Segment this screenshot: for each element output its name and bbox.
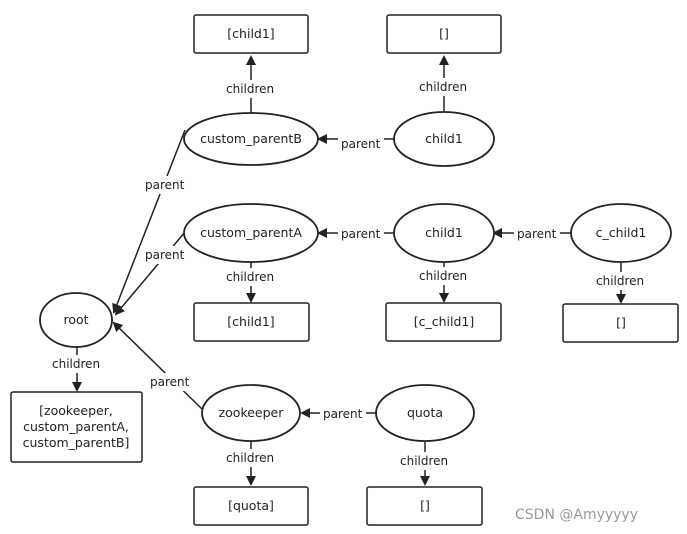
label-children-custom_parentA: children <box>226 270 274 284</box>
label-children-c_child1: children <box>596 274 644 288</box>
node-custom_parentB: custom_parentB <box>183 112 319 166</box>
node-root: root <box>39 292 113 348</box>
node-zookeeper: zookeeper <box>201 384 301 442</box>
node-child1-B: child1 <box>393 111 495 167</box>
node-child1-B-label: child1 <box>425 131 463 146</box>
node-c_child1-label: c_child1 <box>596 225 647 240</box>
node-child1-A: child1 <box>393 203 495 263</box>
label-parent-A-root: parent <box>145 248 185 262</box>
box-root-children: [zookeeper, custom_parentA, custom_paren… <box>10 391 143 463</box>
node-quota: quota <box>375 384 475 442</box>
label-parent-quota: parent <box>323 407 363 421</box>
label-parent-c_child1: parent <box>517 227 557 241</box>
box-c_child1-children: [] <box>562 303 679 343</box>
box-custom_parentA-children-label: [child1] <box>227 314 274 329</box>
node-zookeeper-label: zookeeper <box>219 405 285 420</box>
watermark: CSDN @Amyyyyy <box>515 507 638 523</box>
ellipse-nodes: custom_parentB child1 custom_parentA chi… <box>39 111 672 442</box>
node-custom_parentA-label: custom_parentA <box>200 225 302 240</box>
box-c_child1-children-label: [] <box>616 315 626 330</box>
parent-edges <box>112 129 572 418</box>
edge-zookeeper-to-root <box>112 321 204 411</box>
node-c_child1: c_child1 <box>570 203 672 263</box>
label-children-child1B: children <box>419 80 467 94</box>
label-children-root: children <box>52 357 100 371</box>
label-parent-child1B: parent <box>341 137 381 151</box>
node-custom_parentB-label: custom_parentB <box>200 131 302 146</box>
box-custom_parentB-children-label: [child1] <box>227 26 274 41</box>
label-children-zookeeper: children <box>226 451 274 465</box>
box-zookeeper-children: [quota] <box>193 486 309 526</box>
node-custom_parentA: custom_parentA <box>183 203 319 263</box>
box-child1A-children-label: [c_child1] <box>414 314 475 329</box>
box-custom_parentA-children: [child1] <box>193 302 310 342</box>
box-custom_parentB-children: [child1] <box>193 14 309 54</box>
node-root-label: root <box>63 312 88 327</box>
edge-labels: parent parent parent parent parent paren… <box>48 78 650 470</box>
box-child1B-children: [] <box>386 14 502 54</box>
box-root-children-line2: custom_parentA, <box>23 419 129 434</box>
box-zookeeper-children-label: [quota] <box>228 498 274 513</box>
box-root-children-line3: custom_parentB] <box>23 435 130 450</box>
box-root-children-line1: [zookeeper, <box>39 403 113 418</box>
edge-custom_parentB-to-root <box>112 129 186 314</box>
label-children-custom_parentB: children <box>226 82 274 96</box>
box-child1A-children: [c_child1] <box>385 302 502 342</box>
edge-custom_parentA-to-root <box>114 231 186 316</box>
label-parent-child1A: parent <box>341 227 381 241</box>
box-quota-children-label: [] <box>420 498 430 513</box>
value-boxes: [child1] [] [child1] [c_child1] [] [zook… <box>10 14 679 526</box>
label-children-quota: children <box>400 454 448 468</box>
node-quota-label: quota <box>407 405 443 420</box>
label-children-child1A: children <box>419 269 467 283</box>
label-parent-zk-root: parent <box>150 375 190 389</box>
box-quota-children: [] <box>366 486 483 526</box>
box-child1B-children-label: [] <box>439 26 449 41</box>
node-child1-A-label: child1 <box>425 225 463 240</box>
label-parent-B-root: parent <box>145 178 185 192</box>
